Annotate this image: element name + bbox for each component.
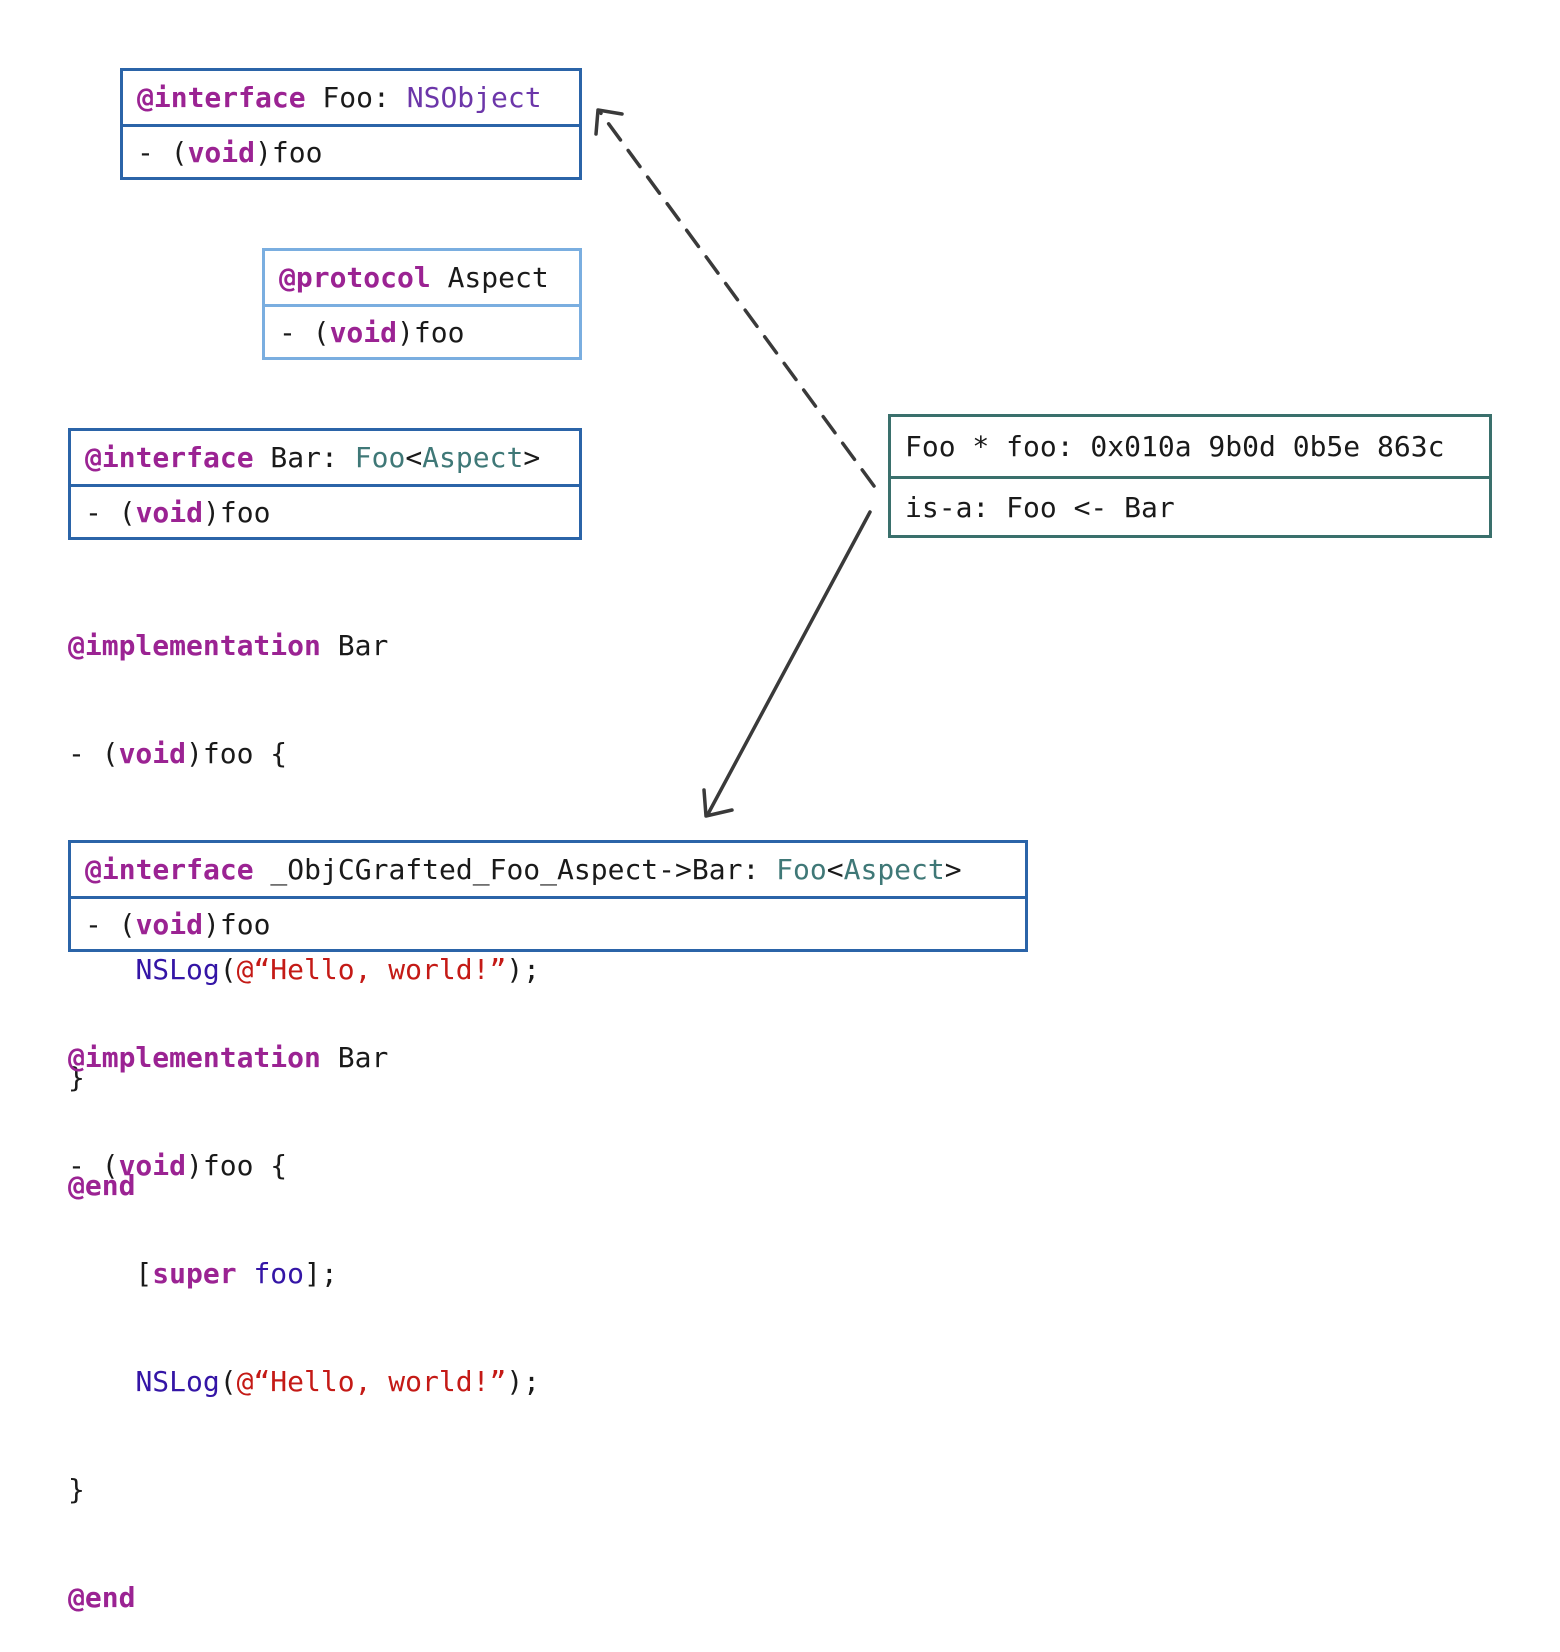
code-line: - (void)foo { xyxy=(68,736,540,772)
bracket-close: ]; xyxy=(304,1257,338,1290)
superclass-name: NSObject xyxy=(406,81,542,114)
paren-open: ( xyxy=(219,953,237,986)
method-prefix: - ( xyxy=(85,495,136,529)
method-return-type: void xyxy=(135,907,204,941)
interface-keyword: @interface xyxy=(85,441,254,474)
string-literal: @“Hello, world!” xyxy=(236,1365,507,1398)
angle-open: < xyxy=(405,441,423,474)
paren-close: ); xyxy=(506,953,541,986)
code-line: } xyxy=(68,1061,85,1094)
instance-pointer: Foo * foo: 0x010a 9b0d 0b5e 863c xyxy=(905,430,1445,463)
interface-keyword: @interface xyxy=(85,853,254,886)
bar-interface-box: @interface Bar: Foo<Aspect> - (void)foo xyxy=(68,428,582,540)
method-selector: )foo { xyxy=(186,1149,288,1182)
method-selector: )foo xyxy=(255,135,323,169)
grafted-interface-method: - (void)foo xyxy=(71,896,1025,949)
superclass-name: Foo xyxy=(354,441,406,474)
interface-keyword: @interface xyxy=(137,81,306,114)
protocol-header: @protocol Aspect xyxy=(265,251,579,304)
class-name: Bar: xyxy=(253,441,355,474)
end-keyword: @end xyxy=(68,1581,136,1614)
foo-interface-header: @interface Foo: NSObject xyxy=(123,71,579,124)
bar-interface-method: - (void)foo xyxy=(71,484,579,537)
impl-class-name: Bar xyxy=(320,1041,389,1074)
super-keyword: super xyxy=(152,1257,237,1290)
code-line: @implementation Bar xyxy=(68,1040,540,1076)
implementation-keyword: @implementation xyxy=(68,1041,321,1074)
string-literal: @“Hello, world!” xyxy=(236,953,507,986)
implementation-keyword: @implementation xyxy=(68,629,321,662)
solid-arrow-to-grafted xyxy=(702,510,872,818)
function-name: NSLog xyxy=(135,1365,220,1398)
protocol-keyword: @protocol xyxy=(279,261,431,294)
solid-arrowhead-icon xyxy=(702,788,734,818)
class-name: _ObjCGrafted_Foo_Aspect->Bar: xyxy=(253,853,777,886)
method-return-type: void xyxy=(118,737,187,770)
bar-interface-header: @interface Bar: Foo<Aspect> xyxy=(71,431,579,484)
grafted-interface-header: @interface _ObjCGrafted_Foo_Aspect->Bar:… xyxy=(71,843,1025,896)
code-line: @end xyxy=(68,1168,540,1204)
foo-interface-box: @interface Foo: NSObject - (void)foo xyxy=(120,68,582,180)
aspect-protocol-box: @protocol Aspect - (void)foo xyxy=(262,248,582,360)
method-selector: )foo xyxy=(397,315,465,349)
paren-close: ); xyxy=(506,1365,541,1398)
paren-open: ( xyxy=(219,1365,237,1398)
code-line: @implementation Bar xyxy=(68,628,540,664)
method-prefix: - ( xyxy=(279,315,330,349)
method-selector: )foo xyxy=(203,907,271,941)
code-line: [super foo]; xyxy=(68,1256,540,1292)
method-prefix: - ( xyxy=(68,737,119,770)
method-prefix: - ( xyxy=(85,907,136,941)
end-keyword: @end xyxy=(68,1169,136,1202)
angle-close: > xyxy=(523,441,541,474)
solid-arrow-line xyxy=(706,510,872,816)
code-line: - (void)foo { xyxy=(68,1148,540,1184)
protocol-name: Aspect xyxy=(430,261,549,294)
grafted-interface-box: @interface _ObjCGrafted_Foo_Aspect->Bar:… xyxy=(68,840,1028,952)
conformed-protocol: Aspect xyxy=(843,853,945,886)
angle-close: > xyxy=(944,853,962,886)
indent xyxy=(68,1365,135,1398)
code-line: NSLog(@“Hello, world!”); xyxy=(68,952,540,988)
code-line: @end xyxy=(68,1580,540,1616)
code-line: NSLog(@“Hello, world!”); xyxy=(68,1364,540,1400)
message-selector: foo xyxy=(253,1257,305,1290)
method-return-type: void xyxy=(118,1149,187,1182)
class-name: Foo: xyxy=(305,81,407,114)
method-return-type: void xyxy=(187,135,256,169)
method-return-type: void xyxy=(329,315,398,349)
dashed-arrow-line xyxy=(598,110,876,488)
dashed-arrow-to-foo xyxy=(594,108,876,488)
conformed-protocol: Aspect xyxy=(422,441,524,474)
method-selector: )foo { xyxy=(186,737,288,770)
dashed-arrowhead-icon xyxy=(594,108,624,136)
superclass-name: Foo xyxy=(776,853,827,886)
function-name: NSLog xyxy=(135,953,220,986)
code-line: } xyxy=(68,1473,85,1506)
instance-isa: is-a: Foo <- Bar xyxy=(891,476,1489,535)
impl-class-name: Bar xyxy=(320,629,389,662)
method-return-type: void xyxy=(135,495,204,529)
protocol-method: - (void)foo xyxy=(265,304,579,357)
method-prefix: - ( xyxy=(68,1149,119,1182)
foo-interface-method: - (void)foo xyxy=(123,124,579,177)
arrows-layer xyxy=(594,108,876,818)
angle-open: < xyxy=(826,853,844,886)
instance-box: Foo * foo: 0x010a 9b0d 0b5e 863c is-a: F… xyxy=(888,414,1492,538)
method-selector: )foo xyxy=(203,495,271,529)
space xyxy=(237,1257,254,1290)
indent-bracket: [ xyxy=(68,1257,153,1290)
method-prefix: - ( xyxy=(137,135,188,169)
